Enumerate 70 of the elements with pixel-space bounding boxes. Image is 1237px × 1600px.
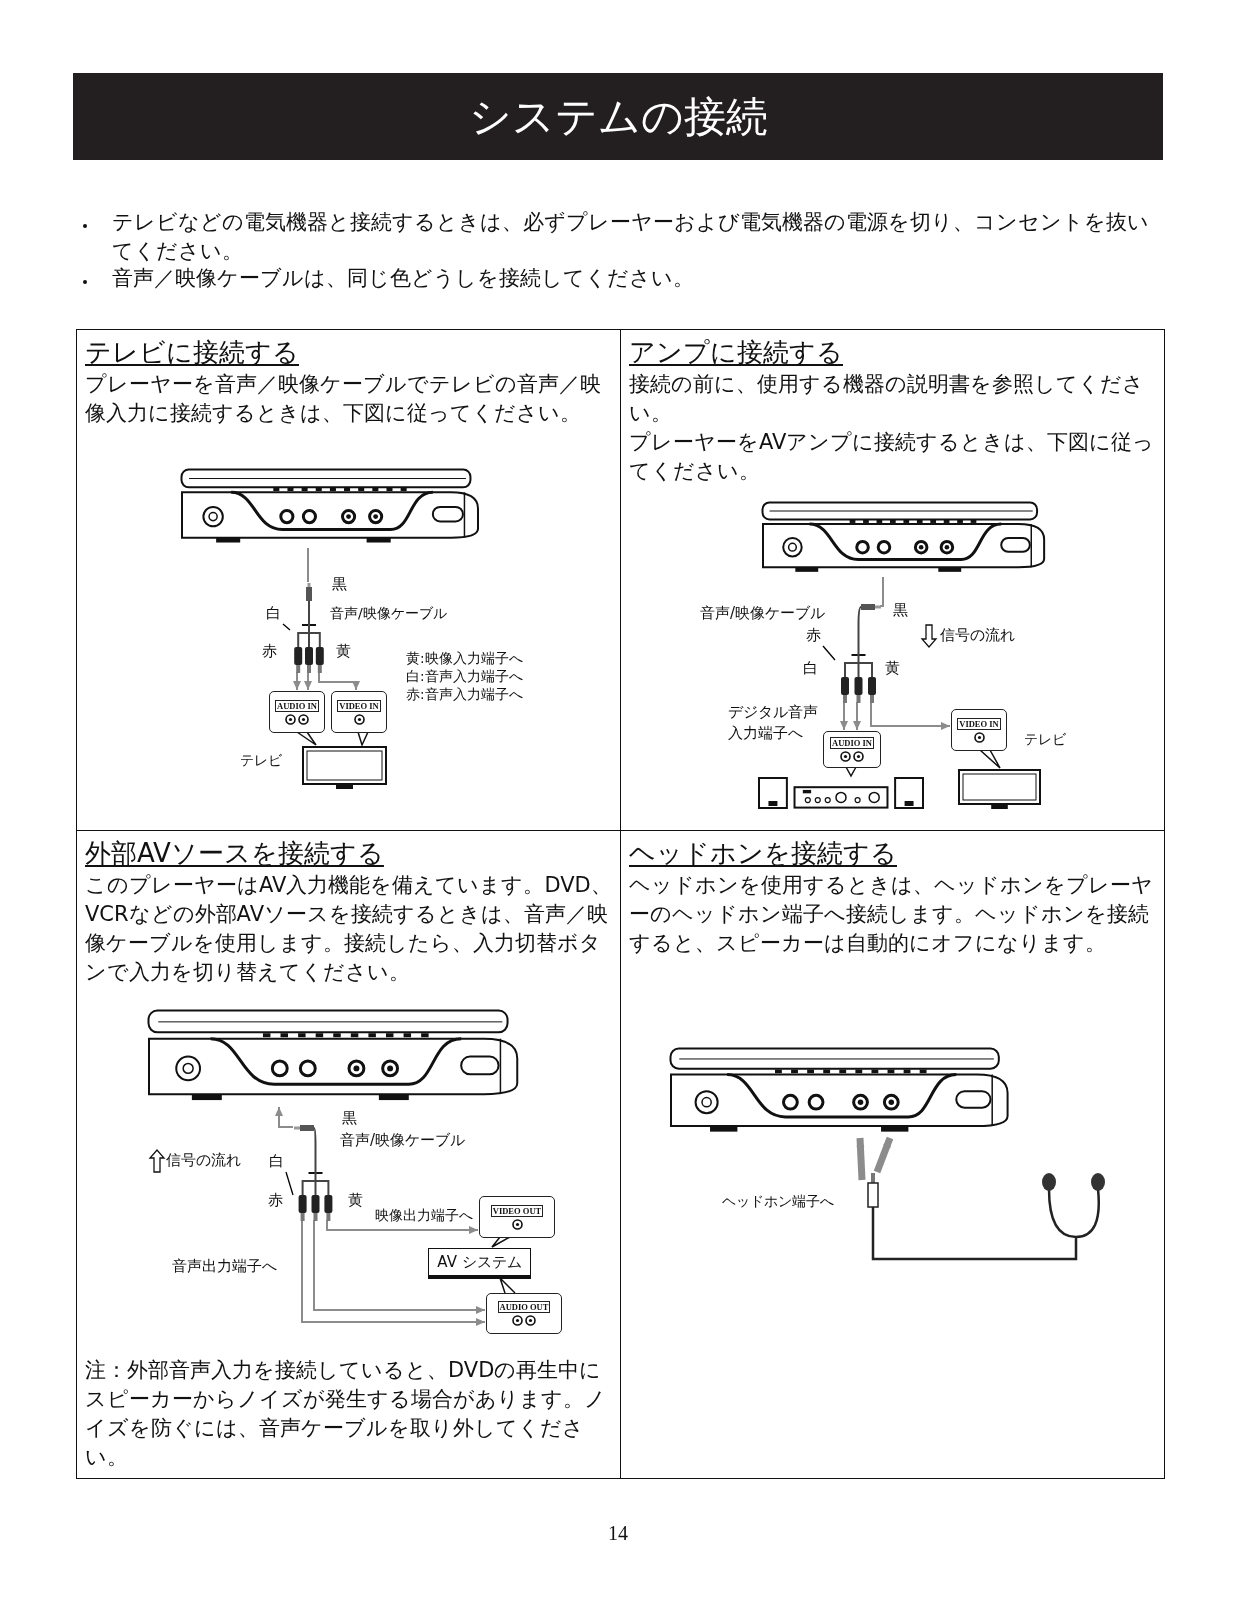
- legend-note: 白:音声入力端子へ: [406, 669, 523, 685]
- signal-flow-label: 信号の流れ: [940, 627, 1015, 645]
- terminal-label: デジタル音声入力端子へ: [728, 702, 819, 744]
- legend-note: 赤:音声入力端子へ: [406, 687, 523, 703]
- cable-color-label: 赤: [806, 627, 821, 645]
- legend-note: 黄:映像入力端子へ: [406, 651, 523, 667]
- jack-panel: [823, 731, 881, 768]
- cable-line: [879, 576, 884, 607]
- cable-color-label: 黄: [348, 1192, 363, 1210]
- signal-arrow: [293, 671, 301, 691]
- signal-arrow: [873, 1136, 894, 1174]
- section-panel: [76, 830, 621, 1479]
- jack-label: VIDEO IN: [957, 717, 1001, 730]
- bullet-text: 音声／映像ケーブルは、同じ色どうしを接続してください。: [112, 265, 695, 292]
- terminal-label: 映像出力端子へ: [375, 1207, 473, 1224]
- instruction-text: 接続の前に、使用する機器の説明書を参照してください。: [629, 371, 1145, 427]
- section-panel: [620, 329, 1165, 831]
- signal-arrow: [318, 671, 360, 691]
- section-heading: 外部AVソースを接続する: [85, 837, 385, 870]
- section-heading: ヘッドホンを接続する: [629, 837, 898, 870]
- page-title: システムの接続: [73, 73, 1163, 160]
- cable-color-label: 白: [803, 660, 818, 678]
- signal-arrow: [853, 701, 861, 731]
- cable-label: 音声/映像ケーブル: [340, 1132, 466, 1150]
- signal-arrow: [870, 701, 951, 730]
- instruction-text: プレーヤーをAVアンプに接続するときは、下図に従ってください。: [629, 429, 1156, 485]
- leader-line: [822, 645, 836, 661]
- signal-arrow: [304, 671, 312, 691]
- signal-arrow: [275, 1106, 294, 1128]
- section-heading: アンプに接続する: [629, 336, 844, 369]
- section-panel: [620, 830, 1165, 1479]
- cable-color-label: 赤: [268, 1192, 283, 1210]
- section-panel: [76, 329, 621, 831]
- signal-flow-label: 信号の流れ: [166, 1152, 241, 1170]
- terminal-label: ヘッドホン端子へ: [722, 1193, 834, 1210]
- jack-panel: [486, 1293, 562, 1334]
- device-label: テレビ: [1024, 731, 1066, 748]
- instruction-text: プレーヤーを音声／映像ケーブルでテレビの音声／映像入力に接続するときは、下図に従ってください。: [85, 371, 602, 427]
- jack-label: VIDEO OUT: [490, 1204, 544, 1217]
- instruction-text: ヘッドホンを使用するときは、ヘッドホンをプレーヤーのヘッドホン端子へ接続します。ヘッドホンを接続すると、スピーカーは自動的にオフになります。: [629, 872, 1154, 957]
- note-text: 注：外部音声入力を接続していると、DVDの再生中にスピーカーからノイズが発生する場合があります。ノイズを防ぐには、音声ケーブルを取り外してください。: [85, 1357, 607, 1471]
- cable-line: [307, 547, 309, 583]
- jack-label: AUDIO OUT: [497, 1301, 551, 1313]
- cable-color-label: 白: [269, 1153, 284, 1171]
- signal-arrow: [840, 701, 848, 731]
- terminal-label: 音声出力端子へ: [172, 1258, 277, 1276]
- signal-arrow: [313, 1219, 486, 1314]
- cable-color-label: 黄: [336, 643, 351, 661]
- cable-color-label: 黒: [342, 1110, 357, 1128]
- signal-arrow: [326, 1219, 479, 1234]
- cable-color-label: 黒: [893, 602, 908, 620]
- jack-panel: [479, 1196, 555, 1238]
- jack-label: AUDIO IN: [275, 699, 319, 712]
- signal-arrow: [301, 1219, 486, 1326]
- cable-color-label: 赤: [262, 643, 277, 661]
- signal-arrow: [856, 1137, 866, 1181]
- jack-label: VIDEO IN: [337, 699, 381, 712]
- cable-color-label: 白: [266, 605, 281, 623]
- leader-line: [282, 623, 291, 631]
- page-number: 14: [608, 1522, 628, 1545]
- device-label: テレビ: [240, 752, 282, 769]
- cable-label: 音声/映像ケーブル: [700, 605, 826, 623]
- leader-line: [285, 1171, 294, 1196]
- cable-color-label: 黄: [885, 660, 900, 678]
- bullet-text: テレビなどの電気機器と接続するときは、必ずプレーヤーおよび電気機器の電源を切り、コンセントを抜いてください。: [112, 209, 1150, 265]
- section-heading: テレビに接続する: [85, 336, 300, 369]
- jack-panel: [331, 691, 387, 733]
- instruction-text: このプレーヤーはAV入力機能を備えています。DVD、VCRなどの外部AVソースを接続するときは、音声／映像ケーブルを使用します。接続したら、入力切替ボタンで入力を切り替えてください。: [85, 872, 613, 986]
- jack-label: AUDIO IN: [830, 737, 874, 749]
- cable-color-label: 黒: [332, 576, 347, 594]
